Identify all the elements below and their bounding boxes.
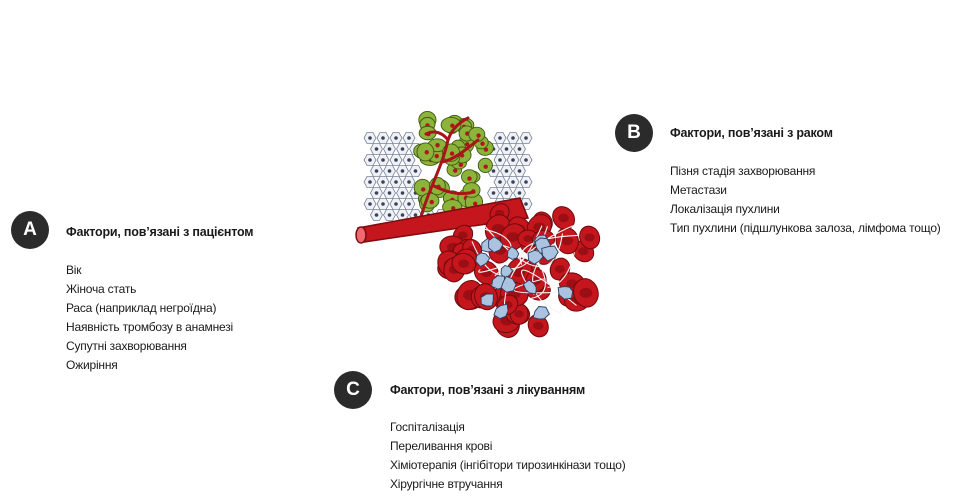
list-item: Раса (наприклад негроїдна) [66, 301, 217, 315]
badge-c: C [334, 371, 372, 409]
list-item: Наявність тромбозу в анамнезі [66, 320, 233, 334]
list-item: Переливання крові [390, 439, 493, 453]
badge-a: A [11, 211, 49, 249]
section-b-title: Фактори, пов’язані з раком [670, 126, 833, 140]
list-item: Вік [66, 263, 82, 277]
section-b-list: Пізня стадія захворювання Метастази Лока… [670, 162, 941, 238]
list-item: Супутні захворювання [66, 339, 187, 353]
list-item: Ожиріння [66, 358, 118, 372]
section-a-list: Вік Жіноча стать Раса (наприклад негроїд… [66, 261, 233, 375]
list-item: Хіміотерапія (інгібітори тирозинкінази т… [390, 458, 626, 472]
list-item: Хірургічне втручання [390, 477, 503, 491]
blood-clot [437, 203, 601, 338]
list-item: Пізня стадія захворювання [670, 164, 816, 178]
list-item: Жіноча стать [66, 282, 137, 296]
capillaries [418, 116, 480, 222]
list-item: Госпіталізація [390, 420, 465, 434]
tumor-thrombosis-illustration [355, 110, 601, 338]
list-item: Тип пухлини (підшлункова залоза, лімфома… [670, 221, 941, 235]
section-c-list: Госпіталізація Переливання крові Хіміоте… [390, 418, 626, 494]
section-c-title: Фактори, пов’язані з лікуванням [390, 383, 586, 397]
badge-b: B [615, 114, 653, 152]
section-a-title: Фактори, пов’язані з пацієнтом [66, 225, 254, 239]
list-item: Локалізація пухлини [670, 202, 780, 216]
tumor-cells [413, 110, 494, 215]
list-item: Метастази [670, 183, 727, 197]
blood-vessel [355, 197, 530, 244]
